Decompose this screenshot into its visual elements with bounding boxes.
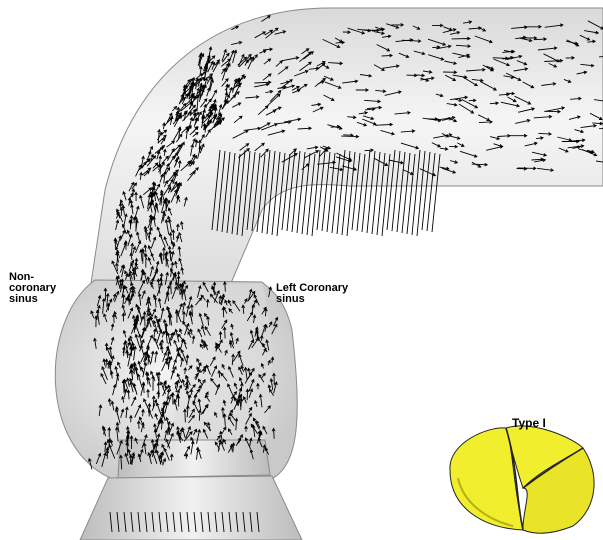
inflow-tract xyxy=(80,476,302,540)
trileaflet-valve-icon xyxy=(450,426,594,533)
aortic-arch xyxy=(90,8,603,290)
valve-type-label: Type I xyxy=(512,418,546,429)
valve-annulus xyxy=(118,440,270,478)
non-coronary-sinus-label: Non-coronary sinus xyxy=(9,272,79,305)
left-coronary-sinus-label: Left Coronary sinus xyxy=(276,283,371,305)
